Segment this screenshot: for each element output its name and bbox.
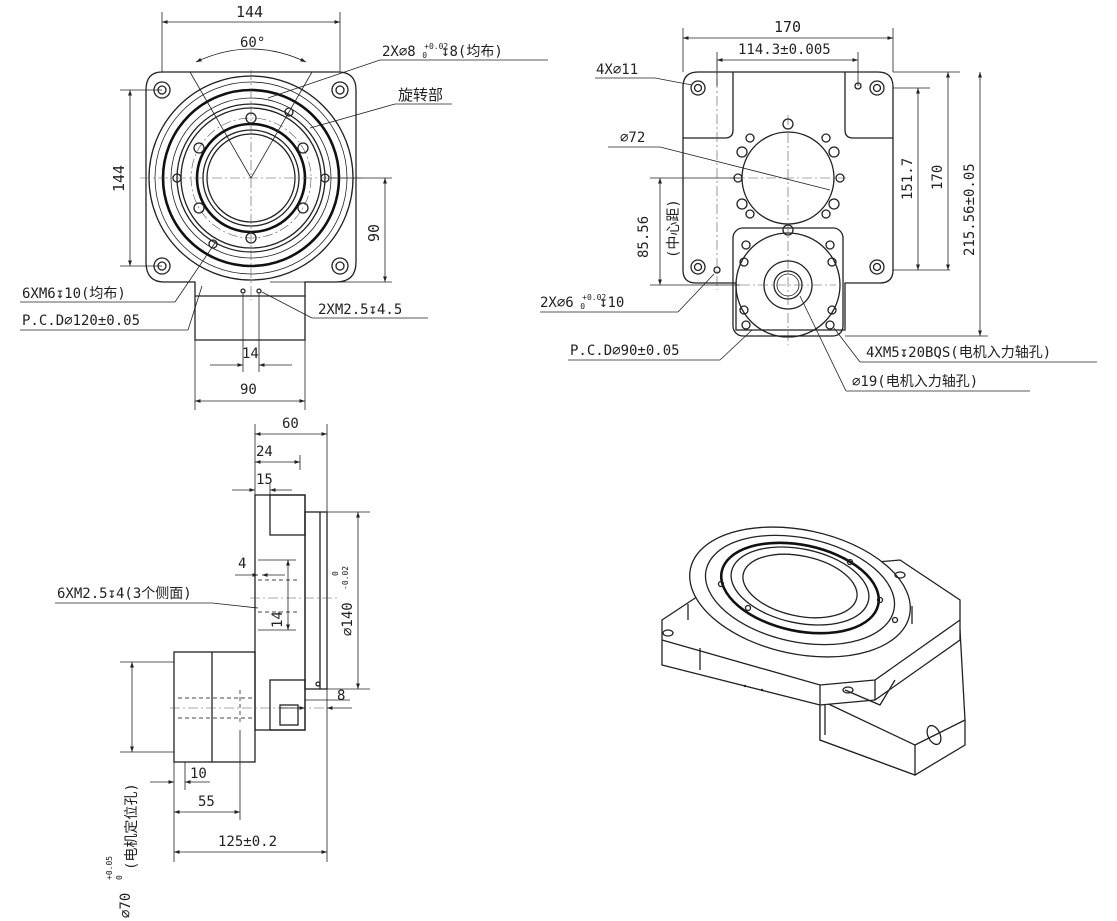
corner-hole-br — [331, 257, 349, 275]
dim-215-56: 215.56±0.05 — [962, 163, 978, 256]
pcd-120-label: P.C.D∅120±0.05 — [22, 313, 140, 329]
dia-19-label: ∅19(电机入力轴孔) — [852, 374, 978, 390]
dim-125: 125±0.2 — [218, 834, 277, 850]
side-boss-top — [269, 494, 306, 536]
dia-70: ∅70 — [118, 893, 134, 918]
angle-line-2 — [250, 71, 313, 179]
tol-140-lower: -0.02 — [341, 566, 350, 590]
holes-m6-label: 6XM6↧10(均布) — [22, 286, 126, 302]
dim-24: 24 — [256, 444, 273, 460]
holes-side-label: 6XM2.5↧4(3个侧面) — [57, 586, 192, 602]
upper-bolt-holes — [733, 118, 845, 236]
corner-hole-tr — [331, 81, 349, 99]
angle-60: 60° — [240, 35, 265, 51]
dim-14-side: 14 — [270, 611, 286, 628]
output-flange — [304, 511, 328, 690]
dia-72-label: ∅72 — [620, 130, 645, 146]
tol-70-upper: +0.05 — [105, 856, 114, 880]
pocket-right — [844, 72, 893, 139]
dim-85-56: 85.56 — [636, 216, 652, 258]
dim-144-top: 144 — [236, 3, 263, 21]
corner-hole-br-inner — [335, 261, 345, 271]
corner-hole-tr-inner — [335, 85, 345, 95]
dim-10: 10 — [190, 766, 207, 782]
holes-11-label: 4X∅11 — [596, 62, 638, 78]
dim-14-top: 14 — [242, 346, 259, 362]
dim-151-7: 151.7 — [900, 158, 916, 200]
dim-55: 55 — [198, 794, 215, 810]
holes-m25-label: 2XM2.5↧4.5 — [318, 302, 402, 318]
pcd-90-label: P.C.D∅90±0.05 — [570, 343, 680, 359]
top-right-view: 170 114.3±0.005 4X∅11 ∅72 85.56 (中心距) 15… — [540, 18, 1097, 392]
dowel-hole-2 — [284, 107, 294, 117]
dim-90-bottom: 90 — [240, 382, 257, 398]
side-view: 60 24 15 4 6XM2.5↧4(3个侧面) 14 ∅140 0 -0.0… — [55, 416, 370, 918]
dim-114-3: 114.3±0.005 — [738, 42, 831, 58]
dim-144-left: 144 — [110, 165, 128, 192]
dim-170-vertical: 170 — [930, 165, 946, 190]
iso-bore — [742, 553, 858, 619]
dim-8: 8 — [337, 688, 345, 704]
pocket-left — [683, 72, 734, 139]
dim-15: 15 — [256, 472, 273, 488]
center-distance-label: (中心距) — [666, 199, 682, 258]
dim-170-top: 170 — [774, 18, 801, 36]
side-boss-bottom — [269, 679, 306, 731]
motor-adapter — [173, 651, 256, 763]
tol-70-lower: 0 — [115, 875, 124, 880]
dim-60: 60 — [282, 416, 299, 432]
holes-m5-label: 4XM5↧20BQS(电机入力轴孔) — [866, 345, 1051, 361]
rotating-part-label: 旋转部 — [398, 86, 443, 104]
isometric-view — [661, 526, 966, 776]
angle-line-1 — [189, 71, 252, 179]
dim-4: 4 — [238, 556, 246, 572]
motor-locating-label: (电机定位孔) — [124, 783, 140, 870]
tol-140-upper: 0 — [331, 571, 340, 576]
dowel-hole-1 — [208, 239, 218, 249]
dim-90-vertical: 90 — [365, 224, 383, 242]
dia-140: ∅140 — [340, 602, 356, 636]
